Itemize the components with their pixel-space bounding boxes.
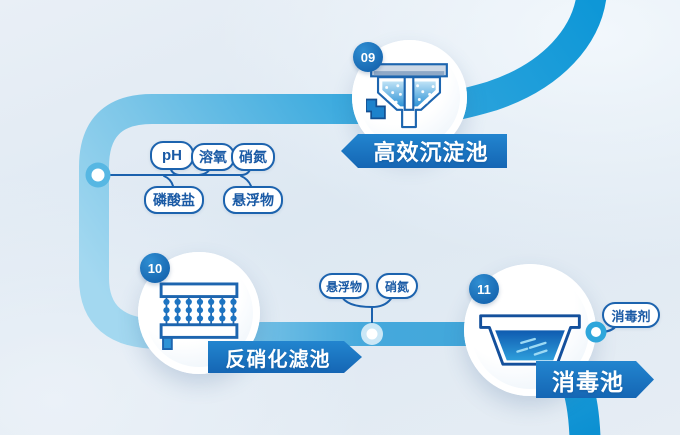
label-phosphate: 磷酸盐 (144, 186, 204, 214)
stage-badge-10: 10 (140, 253, 170, 283)
label-suspended-solids-1: 悬浮物 (223, 186, 283, 214)
label-nitrate-1: 硝氮 (231, 143, 275, 171)
label-ph: pH (150, 141, 194, 170)
stage-badge-11: 11 (469, 274, 499, 304)
stage-badge-09: 09 (353, 42, 383, 72)
main-pipe (79, 0, 606, 349)
label-disinfectant: 消毒剂 (602, 302, 660, 328)
stage-banner-09: 高效沉淀池 (341, 134, 507, 168)
sedimentation-tank-icon (366, 63, 448, 129)
label-dissolved-oxygen: 溶氧 (191, 143, 235, 171)
stage-banner-10: 反硝化滤池 (208, 341, 362, 373)
denitrification-filter-icon (159, 282, 239, 350)
stage-banner-11: 消毒池 (536, 361, 654, 398)
label-suspended-solids-2: 悬浮物 (319, 273, 369, 299)
label-nitrate-2: 硝氮 (376, 273, 418, 299)
